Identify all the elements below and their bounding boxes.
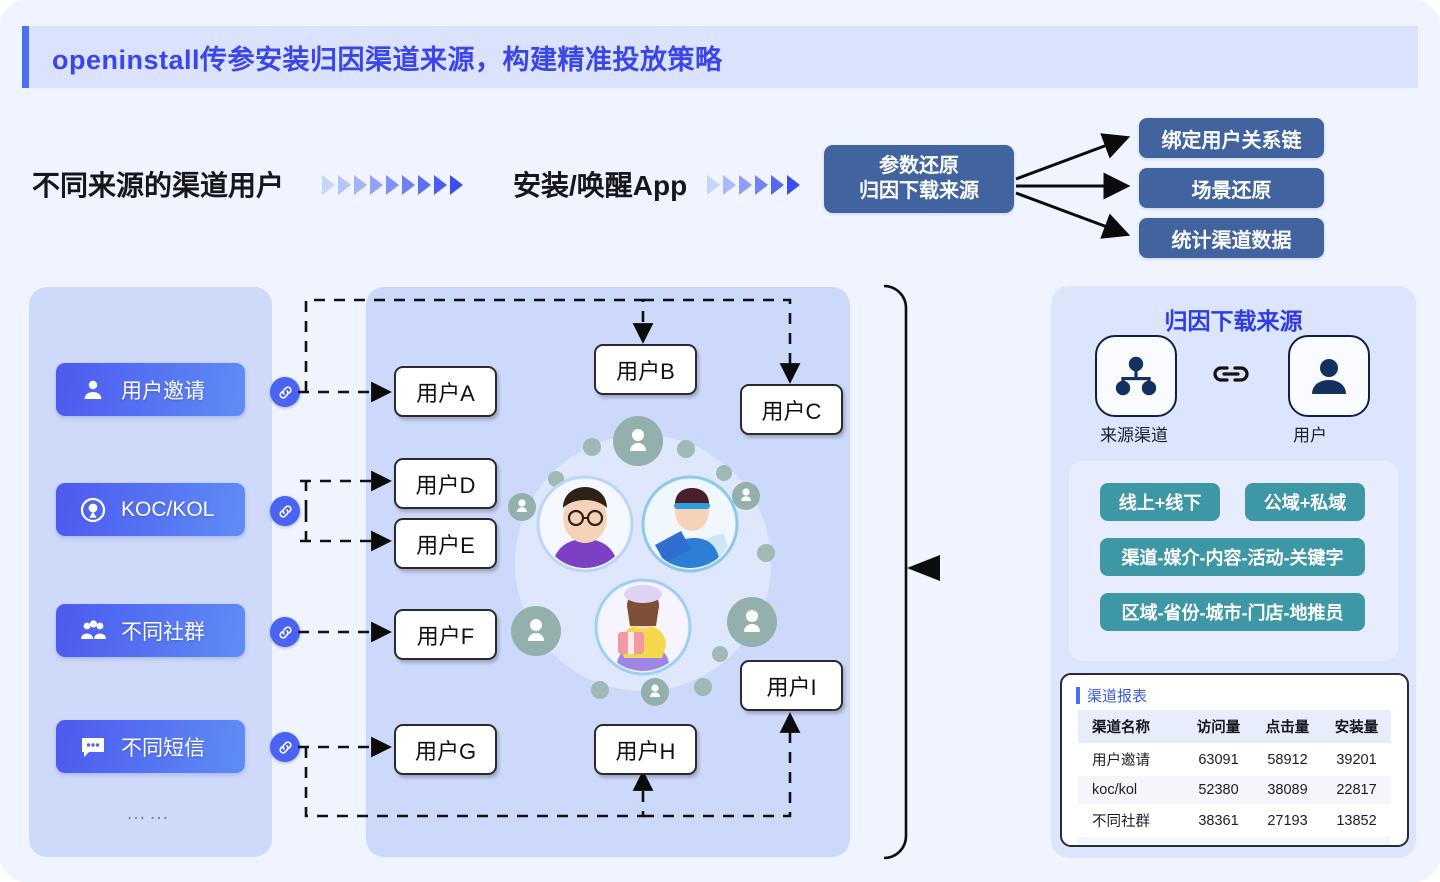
flow-arrow-triangle <box>386 175 399 195</box>
flow-arrow-triangle <box>418 175 431 195</box>
user-box-h[interactable]: 用户H <box>594 724 697 775</box>
cell-installs: 13852 <box>1336 812 1377 829</box>
cell-channel: 不同社群 <box>1092 814 1150 830</box>
table-row: 不同社群 38361 27193 13852 <box>1078 804 1391 837</box>
link-icon <box>278 625 292 639</box>
flow-arrow-triangle <box>338 175 351 195</box>
col-installs: 安装量 <box>1322 710 1391 743</box>
cell-visits: 10283 <box>1184 837 1253 845</box>
table-row: koc/kol 52380 38089 22817 <box>1078 776 1391 804</box>
user-tile-caption: 用户 <box>1293 426 1327 445</box>
message-icon <box>76 735 110 759</box>
source-chip-koc-kol[interactable]: KOC/KOL <box>56 483 245 536</box>
flow-arrow-triangle <box>755 175 768 195</box>
more-sources-ellipsis: …… <box>126 802 172 824</box>
group-icon <box>76 619 110 643</box>
flow-step1-label: 不同来源的渠道用户 <box>32 170 285 201</box>
cell-visits: 52380 <box>1198 782 1239 798</box>
process-box: 参数还原 归因下载来源 <box>824 145 1014 213</box>
link-icon <box>278 740 292 754</box>
source-chip-sms[interactable]: 不同短信 <box>56 720 245 773</box>
source-channel-tile <box>1095 335 1177 417</box>
flow-arrow-triangle <box>787 175 800 195</box>
flow-step2-label: 安装/唤醒App <box>513 170 688 201</box>
person-icon <box>1312 359 1346 394</box>
source-chip-label: KOC/KOL <box>121 497 215 521</box>
output-box-bind-relation: 绑定用户关系链 <box>1139 118 1324 158</box>
channel-report-table: 渠道名称 访问量 点击量 安装量 用户邀请 63091 58912 39201 … <box>1078 710 1391 845</box>
user-box-i[interactable]: 用户I <box>740 660 843 711</box>
cell-installs: 5299 <box>1322 837 1391 845</box>
output-box-channel-stats: 统计渠道数据 <box>1139 218 1324 258</box>
cell-clicks: 58912 <box>1267 751 1308 768</box>
tag-region-province-city[interactable]: 区域-省份-城市-门店-地推员 <box>1100 593 1365 631</box>
col-visits: 访问量 <box>1184 710 1253 743</box>
user-box-c[interactable]: 用户C <box>740 384 843 435</box>
col-clicks: 点击量 <box>1253 710 1322 743</box>
channel-report-title: 渠道报表 <box>1076 685 1407 706</box>
link-badge-user-invite[interactable] <box>270 377 300 407</box>
link-icon <box>278 504 292 518</box>
tag-channel-media-content[interactable]: 渠道-媒介-内容-活动-关键字 <box>1100 538 1365 576</box>
source-chip-user-invite[interactable]: 用户邀请 <box>56 363 245 416</box>
sitemap-icon <box>1115 356 1157 396</box>
flow-arrow-triangle <box>402 175 415 195</box>
flow-arrow-triangle <box>723 175 736 195</box>
tiles-link-icon <box>1209 360 1253 388</box>
cell-visits: 38361 <box>1198 812 1239 829</box>
user-box-d[interactable]: 用户D <box>394 458 497 509</box>
flow-arrow-group-2 <box>707 175 800 195</box>
table-header-row: 渠道名称 访问量 点击量 安装量 <box>1078 710 1391 743</box>
link-icon <box>278 385 292 399</box>
influencer-icon <box>76 497 110 523</box>
cell-clicks: 38089 <box>1267 782 1308 798</box>
header-accent-bar <box>22 26 29 88</box>
user-icon <box>76 378 110 402</box>
tag-online-offline[interactable]: 线上+线下 <box>1100 483 1220 521</box>
source-chip-label: 不同短信 <box>121 736 205 760</box>
link-badge-community[interactable] <box>270 617 300 647</box>
source-chip-community[interactable]: 不同社群 <box>56 604 245 657</box>
flow-arrow-group-1 <box>322 175 463 195</box>
flow-arrow-triangle <box>322 175 335 195</box>
cell-channel: 不同短信 <box>1078 837 1184 845</box>
cell-clicks: 8723 <box>1253 837 1322 845</box>
channel-report-card: 渠道报表 渠道名称 访问量 点击量 安装量 用户邀请 63091 58912 3… <box>1060 673 1409 847</box>
flow-arrow-triangle <box>354 175 367 195</box>
flow-arrow-triangle <box>707 175 720 195</box>
source-channel-caption: 来源渠道 <box>1100 426 1168 445</box>
user-box-g[interactable]: 用户G <box>394 724 497 775</box>
cell-installs: 22817 <box>1336 782 1377 798</box>
cell-clicks: 27193 <box>1267 812 1308 829</box>
flow-arrow-triangle <box>771 175 784 195</box>
link-badge-sms[interactable] <box>270 732 300 762</box>
source-chip-label: 用户邀请 <box>121 379 205 403</box>
user-box-f[interactable]: 用户F <box>394 609 497 660</box>
col-channel-name: 渠道名称 <box>1078 710 1184 743</box>
cell-visits: 63091 <box>1198 751 1239 768</box>
source-chip-label: 不同社群 <box>121 620 205 644</box>
user-box-e[interactable]: 用户E <box>394 518 497 569</box>
user-box-a[interactable]: 用户A <box>394 366 497 417</box>
table-row: 用户邀请 63091 58912 39201 <box>1078 743 1391 776</box>
page-header: openinstall传参安装归因渠道来源，构建精准投放策略 <box>22 26 1418 88</box>
tag-public-private[interactable]: 公域+私域 <box>1245 483 1365 521</box>
link-badge-koc-kol[interactable] <box>270 496 300 526</box>
attribution-panel-title: 归因下载来源 <box>1164 308 1303 334</box>
flow-arrow-triangle <box>370 175 383 195</box>
page-title: openinstall传参安装归因渠道来源，构建精准投放策略 <box>52 44 723 75</box>
report-title-text: 渠道报表 <box>1087 688 1148 705</box>
flow-arrow-triangle <box>434 175 447 195</box>
cell-channel: koc/kol <box>1092 782 1138 798</box>
table-row: 不同短信 10283 8723 5299 <box>1078 837 1391 845</box>
output-box-scene-restore: 场景还原 <box>1139 168 1324 208</box>
flow-arrow-triangle <box>739 175 752 195</box>
report-accent-bar <box>1076 687 1080 704</box>
user-box-b[interactable]: 用户B <box>594 344 697 395</box>
user-tile <box>1288 335 1370 417</box>
cell-installs: 39201 <box>1336 751 1377 768</box>
flow-arrow-triangle <box>450 175 463 195</box>
cell-channel: 用户邀请 <box>1092 753 1150 769</box>
